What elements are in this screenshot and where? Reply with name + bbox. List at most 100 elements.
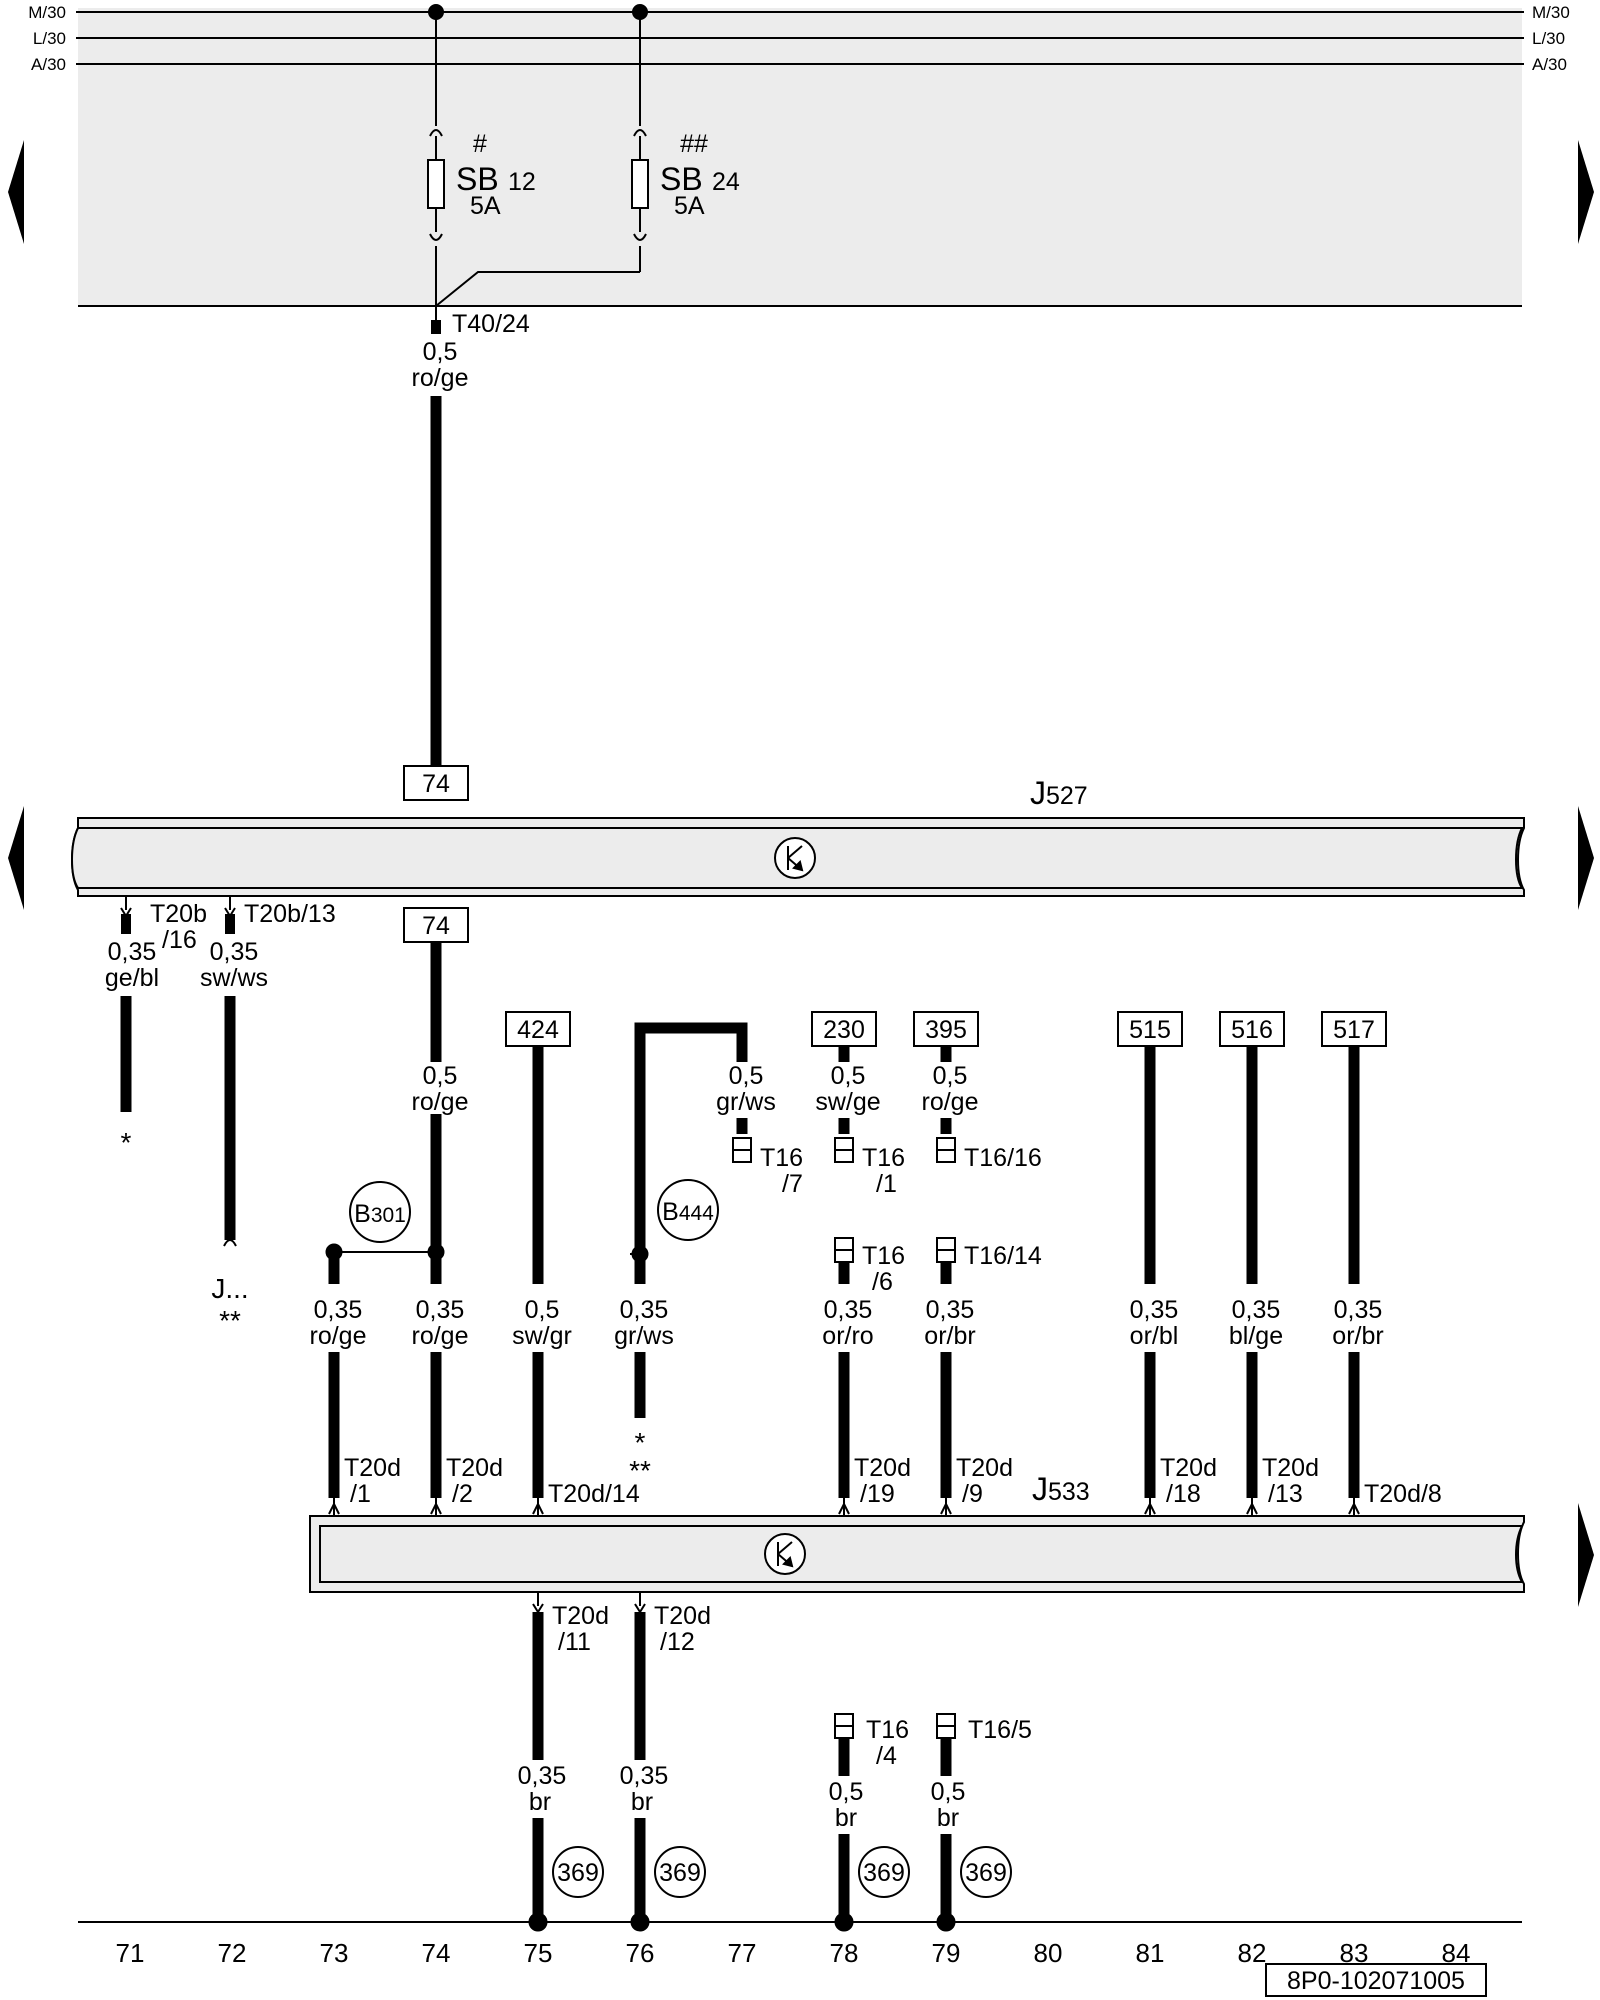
wire-78a-color: sw/ge [815,1088,880,1116]
wire-78c-size: 0,5 [829,1778,864,1806]
connector-t20d-13-a: T20d [1262,1454,1319,1482]
fuse-sb24 [435,4,649,307]
connector-t20d-9-b: /9 [962,1480,983,1508]
wire-76a-size: 0,35 [620,1296,669,1324]
wire-78-upper [834,1046,854,1163]
wire-79c-color: br [937,1804,959,1832]
wire-74b-size: 0,35 [416,1296,465,1324]
fuse-sb12-name: SB [456,161,499,197]
rail-label-m30: M/30 [28,3,66,22]
wire-81-color: or/bl [1130,1322,1179,1350]
page-prev-arrow-icon[interactable] [8,140,24,244]
ground-ref-78: 369 [863,1859,905,1887]
wire-79-middle [936,1237,956,1498]
ref-516: 516 [1231,1016,1273,1044]
wire-79b-size: 0,35 [926,1296,975,1324]
wire-75b-color: br [529,1788,551,1816]
wire-72 [223,896,237,1247]
connector-t20d-19-a: T20d [854,1454,911,1482]
column-number: 71 [116,1938,145,1968]
page-next-arrow-icon[interactable] [1578,140,1594,244]
connector-t16-6-b: /6 [872,1268,893,1296]
wire-78b-size: 0,35 [824,1296,873,1324]
wire-76a-color: gr/ws [614,1322,674,1350]
ref-box-74-top [403,765,469,801]
wire-71 [120,896,132,1112]
ref-395: 395 [925,1016,967,1044]
ref-box-517 [1321,1011,1387,1047]
wire-76b-size: 0,35 [620,1762,669,1790]
wire-76-77-loop [630,1022,748,1418]
connector-t16-7-b: /7 [782,1170,803,1198]
wire-71-size: 0,35 [108,938,157,966]
connector-t20b-16-b: /16 [162,926,197,954]
wire-72-size: 0,35 [210,938,259,966]
wire-78a-size: 0,5 [831,1062,866,1090]
wire-79c-size: 0,5 [931,1778,966,1806]
connector-t20d-18-a: T20d [1160,1454,1217,1482]
ref-box-515 [1117,1011,1183,1047]
wire-78c-color: br [835,1804,857,1832]
connector-t20d-12-b: /12 [660,1628,695,1656]
ref-74-top: 74 [422,770,450,798]
page-prev-arrow-icon[interactable] [8,806,24,910]
wire-81-size: 0,35 [1130,1296,1179,1324]
fuse-sb24-rating: 5A [674,192,705,220]
ref-517: 517 [1333,1016,1375,1044]
connector-t16-7-a: T16 [760,1144,803,1172]
wire-74b-color: ro/ge [412,1322,469,1350]
wire-79-upper [936,1046,956,1163]
connector-t20d-2-b: /2 [452,1480,473,1508]
column-number: 76 [626,1938,655,1968]
connector-t20d-18-b: /18 [1166,1480,1201,1508]
diagram-code-box [1265,1963,1487,1997]
column-number: 73 [320,1938,349,1968]
wire-82-color: bl/ge [1229,1322,1283,1350]
note-star-72: ** [219,1305,241,1336]
rail-label-l30-right: L/30 [1532,29,1565,48]
ref-box-516 [1219,1011,1285,1047]
wires-78-79-ground [834,1713,956,1932]
wire-71-color: ge/bl [105,964,159,992]
page-next-arrow-icon[interactable] [1578,1503,1594,1607]
note-star-76a: * [635,1427,646,1458]
note-star-76b: ** [629,1455,651,1486]
wire-feed-size: 0,5 [423,338,458,366]
connector-t20d-1-a: T20d [344,1454,401,1482]
wire-72-color: sw/ws [200,964,268,992]
page-next-arrow-icon[interactable] [1578,806,1594,910]
connector-t20d-14: T20d/14 [548,1480,640,1508]
wire-75a-color: sw/gr [512,1322,572,1350]
connector-t20d-11-b: /11 [558,1628,591,1656]
ref-230: 230 [823,1016,865,1044]
column-number: 80 [1034,1938,1063,1968]
column-number: 72 [218,1938,247,1968]
control-unit-j527 [71,817,1525,897]
wire-78b-color: or/ro [822,1322,873,1350]
b444-label: B444 [662,1198,714,1226]
rail-label-l30: L/30 [33,29,66,48]
wire-76b-color: br [631,1788,653,1816]
ref-box-424 [505,1011,571,1047]
wire-73-color: ro/ge [310,1322,367,1350]
wire-82-size: 0,35 [1232,1296,1281,1324]
wires-75-76-ground [528,1592,650,1932]
column-number: 75 [524,1938,553,1968]
fuse-sb12-number: 12 [508,168,536,196]
wire-77-color: gr/ws [716,1088,776,1116]
fuse-sb12-mark: # [473,130,487,158]
connector-t16-7-symbol [732,1118,752,1163]
connector-t16-6-a: T16 [862,1242,905,1270]
connector-t20d-11-a: T20d [552,1602,609,1630]
fuse-sb24-number: 24 [712,168,740,196]
connector-t20d-8: T20d/8 [1364,1480,1442,1508]
connector-t20d-19-b: /19 [860,1480,895,1508]
column-number: 81 [1136,1938,1165,1968]
note-star-71: * [121,1127,132,1158]
j533-input-pins [328,1498,1360,1516]
j527-label: J527 [1030,775,1088,811]
connector-t20d-1-b: /1 [350,1480,371,1508]
power-rails [76,11,1524,65]
wires-81-83 [1144,1046,1360,1498]
ground-ref-75: 369 [557,1859,599,1887]
